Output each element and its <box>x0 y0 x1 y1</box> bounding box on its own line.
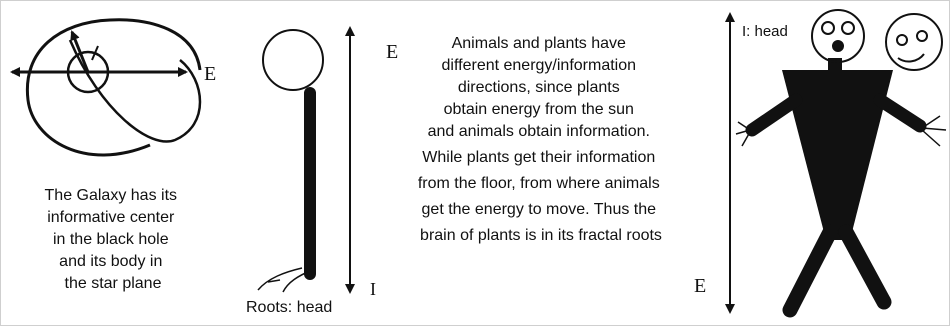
galaxy-caption: The Galaxy has its informative center in… <box>45 187 182 292</box>
plant-drawing <box>257 26 355 294</box>
center-explanation: Animals and plants have different energy… <box>418 35 664 244</box>
galaxy-axis-label: E <box>204 63 216 85</box>
human-right-hand <box>921 115 947 147</box>
human-left-hand <box>735 121 751 147</box>
plant-energy-label: E <box>386 41 398 63</box>
plant-crown-circle <box>262 29 324 91</box>
galaxy-drawing <box>10 18 202 157</box>
plant-information-label: I <box>370 279 376 299</box>
galaxy-small-tick <box>91 45 99 61</box>
galaxy-outer-arm <box>68 39 202 143</box>
human-torso <box>782 70 893 240</box>
human-energy-label: E <box>694 275 706 297</box>
plant-roots-label: Roots: head <box>246 299 332 316</box>
human-head-label: I: head <box>742 23 788 40</box>
human-drawing <box>725 12 947 318</box>
galaxy-information-arrow <box>70 30 90 73</box>
human-right-arm <box>873 93 927 133</box>
human-left-arm <box>745 93 803 137</box>
second-head-sketch <box>885 13 943 71</box>
human-head <box>811 9 865 63</box>
human-left-leg <box>782 224 838 318</box>
human-right-leg <box>838 224 892 310</box>
plant-roots <box>257 267 313 293</box>
galaxy-spiral-arm <box>25 18 202 157</box>
